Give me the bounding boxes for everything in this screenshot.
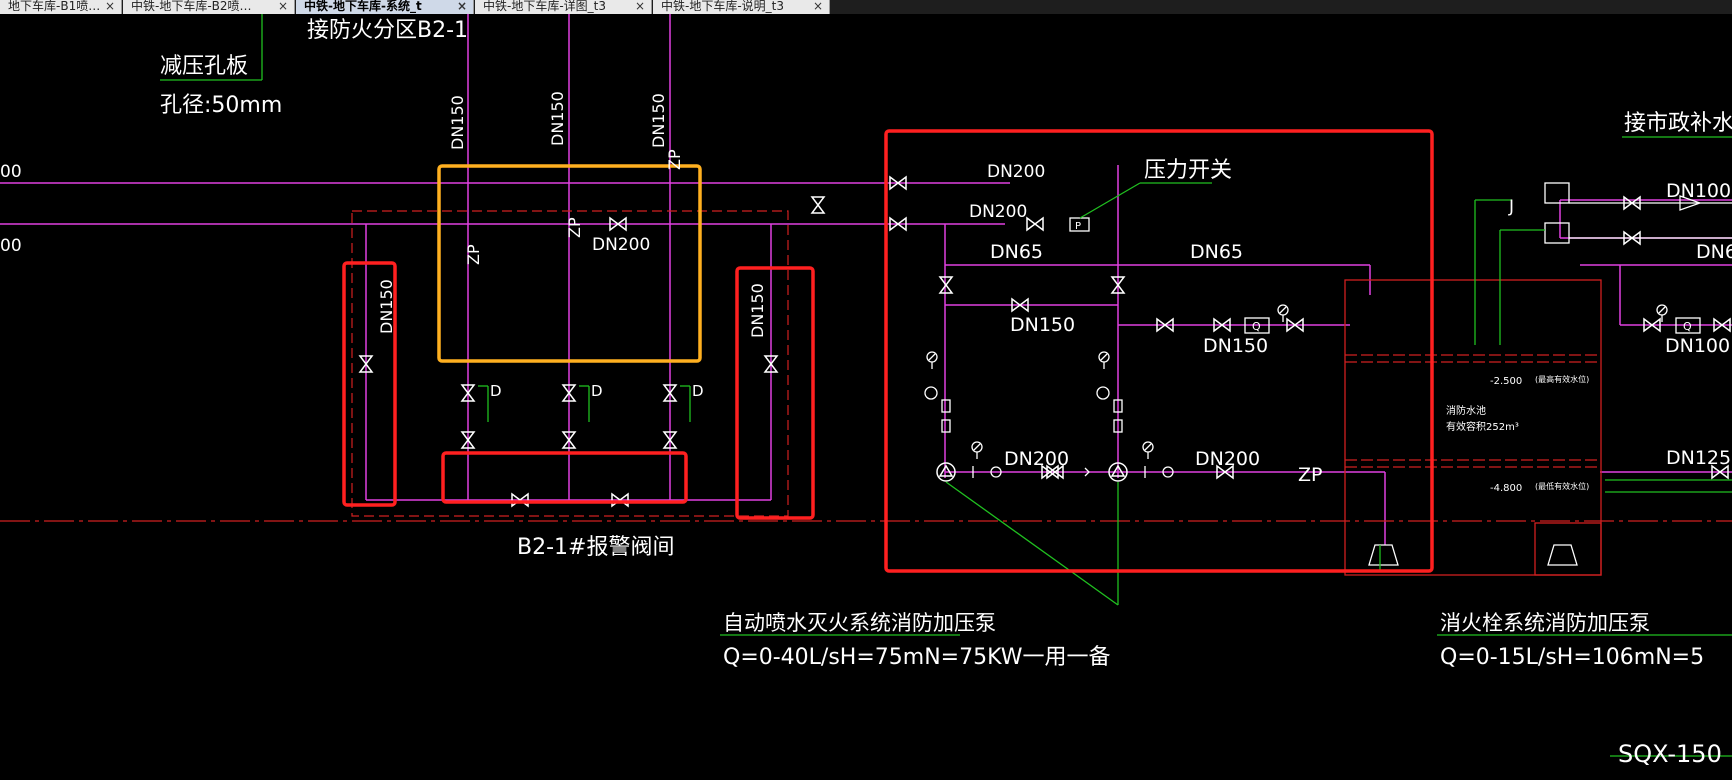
fire-water-tank [1344,279,1602,576]
pipe-label-dn6: DN6 [1696,241,1732,263]
pipe-label-dn150-vertical: DN150 [748,283,767,338]
pipe-label-dn150-vertical: DN150 [649,93,668,148]
alarm-room-label: B2-1#报警阀间 [517,535,674,560]
pipe-label-cut: 00 [0,162,22,182]
level-high: -2.500 [1490,376,1522,387]
pipe-label-zp-vertical: ZP [464,244,483,265]
pipe-label-dn65: DN65 [1190,241,1243,263]
pipe-label-dn65: DN65 [990,241,1043,263]
pipe-label-dn125: DN125 [1666,447,1731,469]
pipe-label-d: D [490,382,502,400]
pipe-label-dn200: DN200 [987,162,1045,182]
tab-label: 中铁-地下车库-详图_t3 [483,0,607,13]
pipe-label-dn150-vertical: DN150 [548,91,567,146]
tab-system[interactable]: 中铁-地下车库-系统_t × [296,0,474,14]
tab-label: 地下车库-B1喷… [8,0,101,13]
tank-volume: 有效容积252m³ [1446,420,1519,433]
highlight-boxes [342,129,1434,573]
sqx-label: SQX-150 [1618,740,1722,768]
green-leaders [160,14,1732,757]
pressure-switch-box [1069,217,1090,232]
pipe-label-dn150: DN150 [1010,314,1075,336]
tab-detail[interactable]: 中铁-地下车库-详图_t3 × [475,0,652,14]
level-high-note: (最高有效水位) [1535,374,1589,384]
pump-fittings [924,386,1174,478]
pipe-label-zp-vertical: ZP [665,149,684,170]
pressure-switch-label: 压力开关 [1144,158,1232,183]
cad-labels: 减压孔板 孔径:50mm 接防火分区B2-1 接市政补水管 压力开关 B2-1#… [0,18,1732,768]
pipe-label-dn150-vertical: DN150 [448,95,467,150]
tab-b2-sprinkler[interactable]: 中铁-地下车库-B2喷… × [123,0,295,14]
close-icon[interactable]: × [104,0,115,13]
pipe-label-dn200: DN200 [592,235,650,255]
pipe-label-dn200: DN200 [1195,448,1260,470]
pipe-label-zp: ZP [1298,464,1322,486]
relief-plate-label: 减压孔板 [160,54,248,79]
close-icon[interactable]: × [277,0,288,13]
tank-sumps [1368,544,1578,566]
pipe-label-dn200: DN200 [969,202,1027,222]
pipe-label-zp-vertical: ZP [565,217,584,238]
tab-b1-sprinkler[interactable]: 地下车库-B1喷… × [0,0,122,14]
document-tab-bar: 地下车库-B1喷… × 中铁-地下车库-B2喷… × 中铁-地下车库-系统_t … [0,0,1732,14]
orifice-label: 孔径:50mm [160,93,282,118]
close-icon[interactable]: × [812,0,823,13]
municipal-label: 接市政补水管 [1624,111,1732,136]
tank-name: 消防水池 [1446,404,1486,417]
tab-label: 中铁-地下车库-系统_t [304,0,422,13]
pipe-label-j: J [1508,197,1514,217]
level-low-note: (最低有效水位) [1535,481,1589,491]
flow-meters [1244,182,1701,334]
connect-zone-label: 接防火分区B2-1 [307,18,468,43]
sprinkler-pump-title: 自动喷水灭火系统消防加压泵 [723,611,996,635]
hydrant-pump-title: 消火栓系统消防加压泵 [1440,611,1650,635]
tab-notes[interactable]: 中铁-地下车库-说明_t3 × [653,0,830,14]
pipe-label-dn100: DN100 [1666,180,1731,202]
pipe-label-cut: 00 [0,236,22,256]
pipe-label-dn150: DN150 [1203,335,1268,357]
pipe-label-d: D [591,382,603,400]
pressure-switch-letter: P [1075,221,1081,232]
inlet-pipes [1569,195,1732,239]
hydrant-pump-spec: Q=0-15L/sH=106mN=5 [1440,645,1704,670]
tab-label: 中铁-地下车库-B2喷… [131,0,252,13]
flow-meter-label: Q [1252,320,1261,333]
pipe-label-dn100: DN100 [1665,335,1730,357]
flow-meter-label: Q [1683,320,1692,333]
alarm-room-boundary [351,210,789,517]
cad-drawing-canvas[interactable]: P Q Q [0,14,1732,780]
pipe-label-dn150-vertical: DN150 [377,279,396,334]
sprinkler-pump-spec: Q=0-40L/sH=75mN=75KW一用一备 [723,645,1111,670]
pipe-label-dn200: DN200 [1004,448,1069,470]
pipe-label-d: D [692,382,704,400]
level-low: -4.800 [1490,483,1522,494]
close-icon[interactable]: × [634,0,645,13]
tab-label: 中铁-地下车库-说明_t3 [661,0,785,13]
close-icon[interactable]: × [456,0,467,13]
